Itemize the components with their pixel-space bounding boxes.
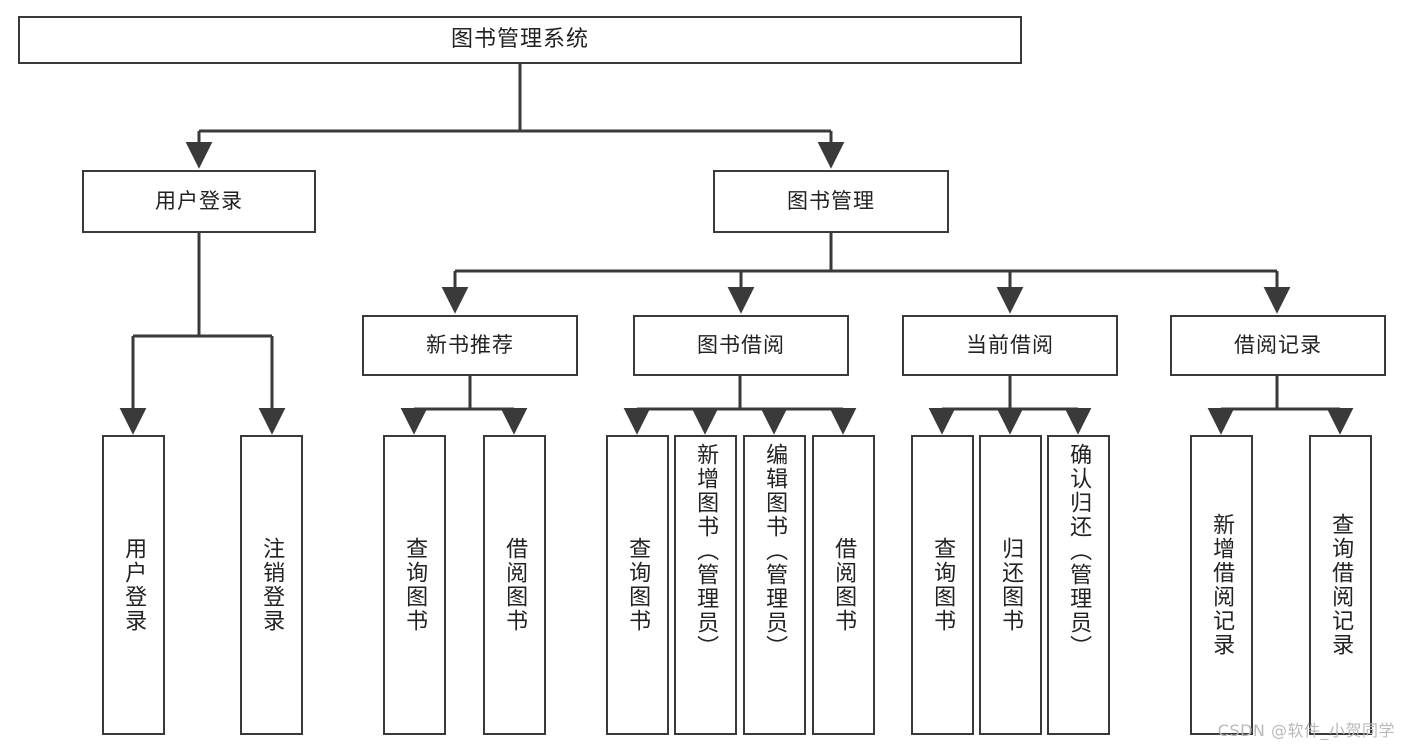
leaf-borrow-borrow-book[interactable]: 借阅图书 — [812, 435, 875, 735]
node-label: 注销登录 — [259, 537, 285, 633]
node-label: 查询借阅记录 — [1328, 513, 1354, 657]
leaf-new-book-borrow[interactable]: 借阅图书 — [483, 435, 546, 735]
node-label: 借阅图书 — [831, 537, 857, 633]
leaf-new-book-query[interactable]: 查询图书 — [383, 435, 446, 735]
node-new-book-recommend[interactable]: 新书推荐 — [362, 315, 578, 376]
leaf-current-query-book[interactable]: 查询图书 — [911, 435, 974, 735]
node-label: 新增借阅记录 — [1209, 513, 1235, 657]
node-label: 当前借阅 — [966, 333, 1054, 358]
leaf-borrow-query-book[interactable]: 查询图书 — [606, 435, 669, 735]
node-label: 图书借阅 — [697, 333, 785, 358]
leaf-record-add[interactable]: 新增借阅记录 — [1190, 435, 1253, 735]
watermark-text: CSDN @软件_小贺同学 — [1217, 721, 1395, 740]
node-current-borrow[interactable]: 当前借阅 — [902, 315, 1118, 376]
node-label: 借阅图书 — [502, 537, 528, 633]
node-label: 归还图书 — [998, 537, 1024, 633]
node-label: 图书管理系统 — [450, 27, 589, 53]
leaf-borrow-add-book[interactable]: 新增图书（管理员） — [674, 435, 737, 735]
leaf-record-query[interactable]: 查询借阅记录 — [1309, 435, 1372, 735]
node-label: 新书推荐 — [426, 333, 514, 358]
node-root-system[interactable]: 图书管理系统 — [18, 16, 1022, 64]
node-book-borrow[interactable]: 图书借阅 — [633, 315, 849, 376]
node-user-login[interactable]: 用户登录 — [82, 170, 316, 233]
leaf-borrow-edit-book[interactable]: 编辑图书（管理员） — [743, 435, 806, 735]
node-label: 编辑图书（管理员） — [762, 443, 788, 659]
node-label: 确认归还（管理员） — [1066, 443, 1092, 659]
node-label: 用户登录 — [121, 537, 147, 633]
leaf-user-logout[interactable]: 注销登录 — [240, 435, 303, 735]
node-label: 新增图书（管理员） — [693, 443, 719, 659]
node-label: 查询图书 — [930, 537, 956, 633]
node-label: 用户登录 — [155, 189, 243, 214]
leaf-user-login[interactable]: 用户登录 — [102, 435, 165, 735]
leaf-current-return-book[interactable]: 归还图书 — [979, 435, 1042, 735]
node-borrow-record[interactable]: 借阅记录 — [1170, 315, 1386, 376]
node-label: 查询图书 — [402, 537, 428, 633]
leaf-current-confirm-return[interactable]: 确认归还（管理员） — [1047, 435, 1110, 735]
node-book-management[interactable]: 图书管理 — [713, 170, 949, 233]
node-label: 借阅记录 — [1234, 333, 1322, 358]
node-label: 查询图书 — [625, 537, 651, 633]
node-label: 图书管理 — [787, 189, 875, 214]
